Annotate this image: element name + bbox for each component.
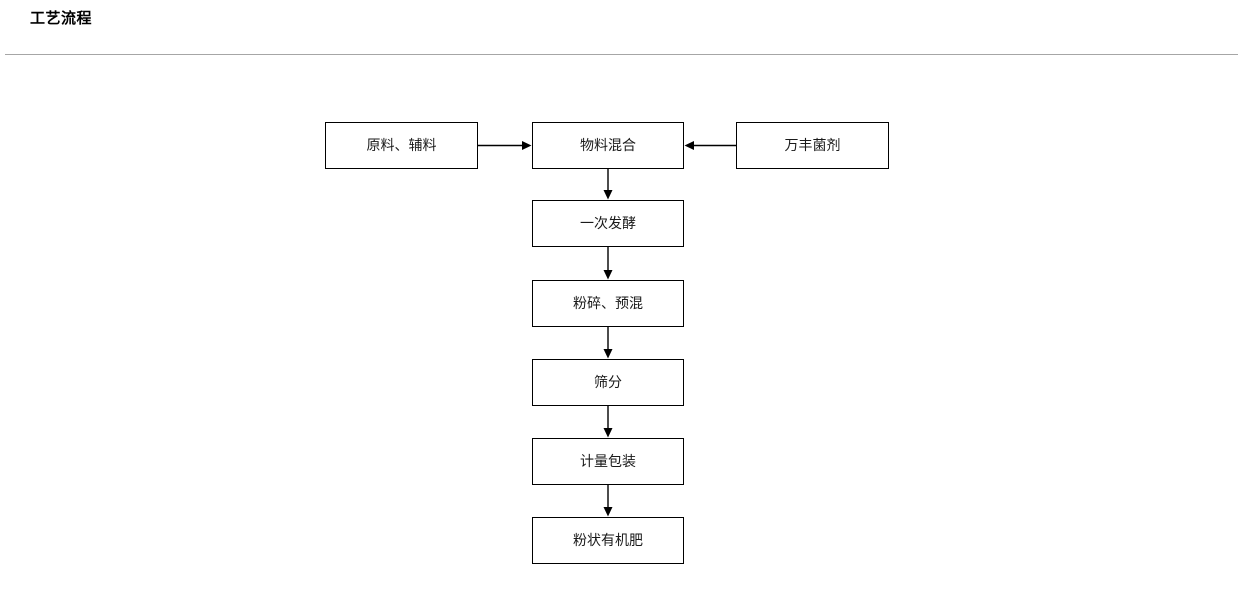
edge-package-to-product (603, 485, 613, 517)
node-bacterial-agent[interactable]: 万丰菌剂 (736, 122, 889, 169)
edge-raw-to-mix (478, 141, 532, 150)
page-title: 工艺流程 (30, 9, 93, 27)
node-material-mixing-label: 物料混合 (580, 137, 636, 154)
node-bacterial-agent-label: 万丰菌剂 (784, 137, 841, 154)
edge-agent-to-mix (684, 141, 736, 150)
node-material-mixing[interactable]: 物料混合 (532, 122, 684, 169)
node-raw-materials[interactable]: 原料、辅料 (325, 122, 478, 169)
node-metering-packaging-label: 计量包装 (580, 453, 636, 470)
edge-ferment-to-crush (603, 247, 613, 280)
title-divider (5, 54, 1238, 55)
node-sieving[interactable]: 筛分 (532, 359, 684, 406)
node-raw-materials-label: 原料、辅料 (366, 137, 437, 154)
node-primary-fermentation-label: 一次发酵 (580, 215, 636, 232)
edge-mix-to-ferment (603, 169, 613, 200)
node-crushing-premixing[interactable]: 粉碎、预混 (532, 280, 684, 327)
node-crushing-premixing-label: 粉碎、预混 (573, 295, 643, 312)
node-powdered-organic-fertilizer-label: 粉状有机肥 (573, 532, 643, 549)
node-primary-fermentation[interactable]: 一次发酵 (532, 200, 684, 247)
node-sieving-label: 筛分 (594, 374, 622, 391)
edge-sieve-to-package (603, 406, 613, 438)
node-metering-packaging[interactable]: 计量包装 (532, 438, 684, 485)
node-powdered-organic-fertilizer[interactable]: 粉状有机肥 (532, 517, 684, 564)
edge-crush-to-sieve (603, 327, 613, 359)
